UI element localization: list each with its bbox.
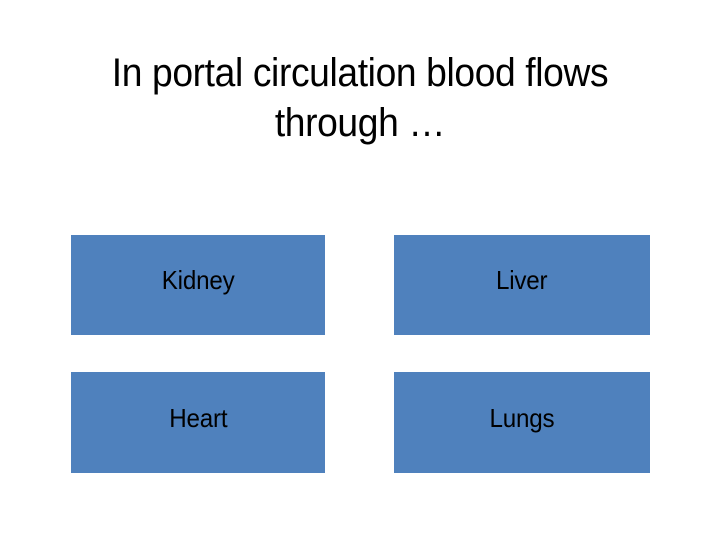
answer-option-liver[interactable]: Liver: [394, 235, 650, 335]
answer-option-lungs[interactable]: Lungs: [394, 372, 650, 473]
answer-option-label: Kidney: [161, 265, 235, 295]
answer-option-heart[interactable]: Heart: [71, 372, 325, 473]
answer-option-label: Lungs: [489, 402, 555, 433]
answer-option-kidney[interactable]: Kidney: [71, 235, 325, 335]
answer-option-label: Liver: [496, 265, 548, 295]
page-title: In portal circulation blood flows throug…: [111, 51, 619, 145]
answer-option-label: Heart: [168, 402, 228, 433]
